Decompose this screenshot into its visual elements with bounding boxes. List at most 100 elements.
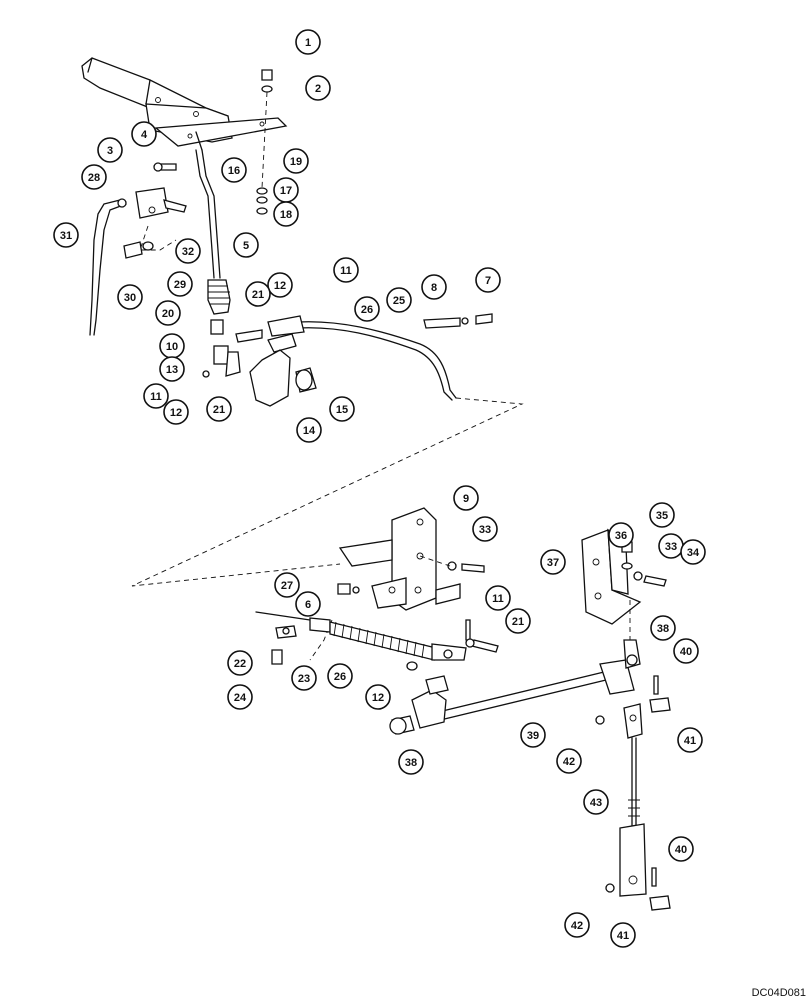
callout-number: 33 xyxy=(479,524,491,536)
callout-40: 40 xyxy=(669,837,693,861)
callout-22: 22 xyxy=(228,651,252,675)
callout-26: 26 xyxy=(328,664,352,688)
callout-30: 30 xyxy=(118,285,142,309)
callout-8: 8 xyxy=(422,275,446,299)
callout-26: 26 xyxy=(355,297,379,321)
callout-number: 43 xyxy=(590,797,602,809)
callout-6: 6 xyxy=(296,592,320,616)
callout-11: 11 xyxy=(144,384,168,408)
callout-21: 21 xyxy=(246,282,270,306)
callout-number: 28 xyxy=(88,172,100,184)
callout-number: 5 xyxy=(243,240,249,252)
callout-14: 14 xyxy=(297,418,321,442)
callout-25: 25 xyxy=(387,288,411,312)
callout-number: 12 xyxy=(170,407,182,419)
callout-number: 12 xyxy=(372,692,384,704)
callout-13: 13 xyxy=(160,357,184,381)
callout-34: 34 xyxy=(681,540,705,564)
callout-number: 41 xyxy=(684,735,696,747)
callout-number: 17 xyxy=(280,185,292,197)
callout-20: 20 xyxy=(156,301,180,325)
callout-43: 43 xyxy=(584,790,608,814)
callout-21: 21 xyxy=(207,397,231,421)
callout-12: 12 xyxy=(164,400,188,424)
callout-number: 31 xyxy=(60,230,72,242)
callout-number: 29 xyxy=(174,279,186,291)
callout-21: 21 xyxy=(506,609,530,633)
drawing-code: DC04D081 xyxy=(752,987,806,999)
callout-number: 4 xyxy=(141,129,148,141)
callout-11: 11 xyxy=(334,258,358,282)
callout-12: 12 xyxy=(366,685,390,709)
callout-38: 38 xyxy=(651,616,675,640)
callout-number: 33 xyxy=(665,541,677,553)
callout-number: 25 xyxy=(393,295,405,307)
callout-number: 26 xyxy=(334,671,346,683)
callout-number: 26 xyxy=(361,304,373,316)
mounting-bracket xyxy=(340,508,484,610)
callout-labels: 1234567891011111112121213141516171819202… xyxy=(54,30,705,947)
callout-number: 21 xyxy=(252,289,264,301)
callout-number: 35 xyxy=(656,510,668,522)
callout-37: 37 xyxy=(541,550,565,574)
callout-number: 3 xyxy=(107,145,113,157)
callout-24: 24 xyxy=(228,685,252,709)
callout-38: 38 xyxy=(399,750,423,774)
callout-3: 3 xyxy=(98,138,122,162)
callout-32: 32 xyxy=(176,239,200,263)
callout-41: 41 xyxy=(611,923,635,947)
callout-number: 18 xyxy=(280,209,292,221)
callout-number: 11 xyxy=(492,593,504,605)
callout-42: 42 xyxy=(557,749,581,773)
callout-number: 32 xyxy=(182,246,194,258)
callout-23: 23 xyxy=(292,666,316,690)
callout-41: 41 xyxy=(678,728,702,752)
callout-number: 1 xyxy=(305,37,311,49)
callout-number: 37 xyxy=(547,557,559,569)
callout-number: 9 xyxy=(463,493,469,505)
callout-number: 12 xyxy=(274,280,286,292)
callout-number: 27 xyxy=(281,580,293,592)
callout-number: 21 xyxy=(213,404,225,416)
callout-29: 29 xyxy=(168,272,192,296)
callout-39: 39 xyxy=(521,723,545,747)
callout-40: 40 xyxy=(674,639,698,663)
callout-number: 21 xyxy=(512,616,524,628)
callout-42: 42 xyxy=(565,913,589,937)
callout-number: 11 xyxy=(150,391,162,403)
callout-number: 36 xyxy=(615,530,627,542)
callout-number: 30 xyxy=(124,292,136,304)
callout-number: 19 xyxy=(290,156,302,168)
callout-36: 36 xyxy=(609,523,633,547)
linkage-rod xyxy=(596,676,670,910)
callout-number: 38 xyxy=(657,623,669,635)
callout-35: 35 xyxy=(650,503,674,527)
callout-number: 14 xyxy=(303,425,316,437)
actuating-rod xyxy=(196,150,240,376)
callout-number: 40 xyxy=(680,646,692,658)
callout-31: 31 xyxy=(54,223,78,247)
callout-number: 39 xyxy=(527,730,539,742)
callout-16: 16 xyxy=(222,158,246,182)
callout-33: 33 xyxy=(473,517,497,541)
callout-number: 16 xyxy=(228,165,240,177)
callout-number: 22 xyxy=(234,658,246,670)
callout-19: 19 xyxy=(284,149,308,173)
handbrake-lever xyxy=(82,58,286,150)
callout-1: 1 xyxy=(296,30,320,54)
callout-number: 13 xyxy=(166,364,178,376)
callout-17: 17 xyxy=(274,178,298,202)
shaft-support-bracket xyxy=(582,530,666,668)
callout-18: 18 xyxy=(274,202,298,226)
callout-number: 34 xyxy=(687,547,700,559)
callout-number: 41 xyxy=(617,930,629,942)
callout-number: 40 xyxy=(675,844,687,856)
callout-number: 42 xyxy=(571,920,583,932)
callout-number: 15 xyxy=(336,404,348,416)
callout-7: 7 xyxy=(476,268,500,292)
callout-33: 33 xyxy=(659,534,683,558)
callout-number: 38 xyxy=(405,757,417,769)
callout-4: 4 xyxy=(132,122,156,146)
callout-11: 11 xyxy=(486,586,510,610)
